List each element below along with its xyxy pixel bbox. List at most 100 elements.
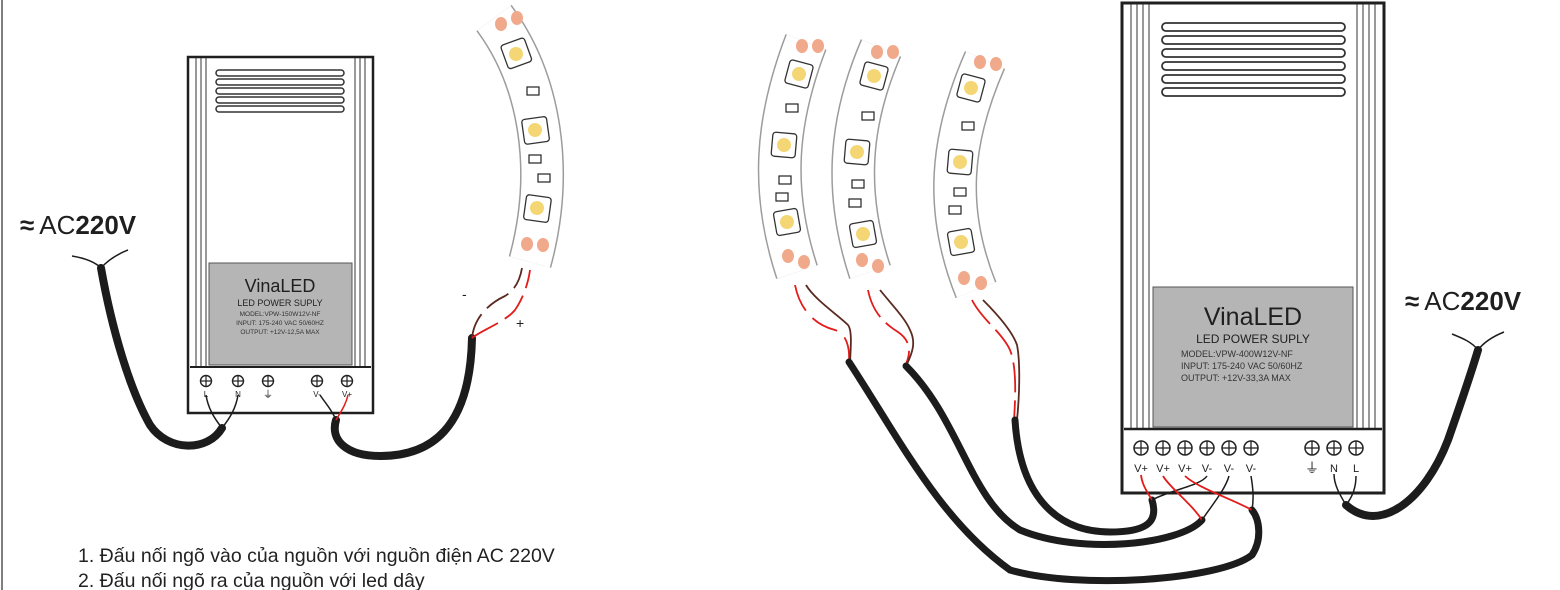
large-dc-cables bbox=[845, 358, 1263, 585]
small-psu-model: MODEL:VPW-150W12V-NF bbox=[240, 311, 321, 318]
small-ac-cable bbox=[71, 249, 239, 450]
instruction-list: 1. Đấu nối ngõ vào của nguồn với nguồn đ… bbox=[78, 544, 555, 590]
ac-left-prefix: AC bbox=[39, 210, 75, 240]
large-terminal-label-vminus-2: V- bbox=[1224, 463, 1235, 475]
solder-pad bbox=[798, 255, 810, 269]
terminal-screw bbox=[1221, 440, 1237, 456]
large-terminal-label-ground: ⏚ bbox=[1305, 460, 1319, 476]
led-strip-1 bbox=[476, 4, 564, 268]
small-dc-cable bbox=[319, 267, 531, 461]
ac-right-symbol: ≈ bbox=[1405, 286, 1419, 316]
ac-input-label-left: ≈AC220V bbox=[20, 210, 137, 240]
led-chip bbox=[848, 219, 878, 249]
large-psu-input: INPUT: 175-240 VAC 50/60HZ bbox=[1181, 361, 1303, 371]
large-psu-label-panel bbox=[1152, 286, 1354, 428]
led-chip bbox=[521, 116, 550, 145]
large-psu-terminal-block: V+ V+ V+ V- V- V- ⏚ N L bbox=[1133, 440, 1364, 476]
resistor-icon bbox=[848, 198, 862, 208]
large-terminal-label-vplus-3: V+ bbox=[1178, 463, 1192, 475]
large-psu-subtitle: LED POWER SUPLY bbox=[1196, 332, 1310, 346]
led-chip bbox=[946, 148, 974, 176]
terminal-screw bbox=[1199, 440, 1215, 456]
led-chip bbox=[784, 59, 814, 89]
terminal-screw bbox=[1133, 440, 1149, 456]
led-chip bbox=[946, 227, 976, 257]
terminal-screw bbox=[1177, 440, 1193, 456]
ac-left-symbol: ≈ bbox=[20, 210, 34, 240]
resistor-icon bbox=[861, 111, 875, 121]
strip-leads bbox=[794, 284, 1021, 421]
resistor-icon bbox=[785, 103, 799, 113]
resistor-icon bbox=[775, 192, 789, 202]
ac-right-prefix: AC bbox=[1424, 286, 1460, 316]
small-terminal-label-ground: ⏚ bbox=[263, 389, 273, 401]
instruction-step-1: 1. Đấu nối ngõ vào của nguồn với nguồn đ… bbox=[78, 545, 555, 567]
small-terminal-label-vplus: V+ bbox=[342, 390, 352, 399]
small-psu-output: OUTPUT: +12V-12,5A MAX bbox=[240, 329, 320, 336]
ac-right-value: 220V bbox=[1460, 286, 1521, 316]
terminal-screw bbox=[1348, 440, 1364, 456]
svg-text:≈AC220V: ≈AC220V bbox=[1405, 286, 1522, 316]
terminal-screw bbox=[1326, 440, 1342, 456]
small-psu-vent bbox=[215, 69, 345, 113]
terminal-screw bbox=[231, 374, 245, 388]
solder-pad bbox=[958, 271, 970, 285]
small-psu-label-panel bbox=[208, 262, 353, 366]
led-chip bbox=[770, 131, 798, 159]
small-psu-subtitle: LED POWER SUPLY bbox=[237, 298, 322, 308]
resistor-icon bbox=[537, 173, 551, 183]
solder-pad bbox=[975, 276, 987, 290]
resistor-icon bbox=[851, 179, 865, 189]
solder-pad bbox=[537, 238, 549, 252]
led-strip-3 bbox=[831, 39, 902, 279]
resistor-icon bbox=[953, 187, 967, 197]
terminal-screw bbox=[261, 374, 275, 388]
small-psu-input: INPUT: 175-240 VAC 50/60HZ bbox=[236, 320, 324, 327]
large-terminal-label-vplus-2: V+ bbox=[1156, 463, 1170, 475]
ac-input-label-right: ≈AC220V bbox=[1405, 286, 1522, 316]
solder-pad bbox=[856, 253, 868, 267]
svg-text:≈AC220V: ≈AC220V bbox=[20, 210, 137, 240]
large-terminal-label-vminus-1: V- bbox=[1202, 463, 1213, 475]
led-strip-2 bbox=[757, 34, 827, 279]
resistor-icon bbox=[526, 86, 540, 96]
large-terminal-label-n: N bbox=[1330, 463, 1338, 475]
large-psu-brand: VinaLED bbox=[1204, 303, 1302, 331]
terminal-screw bbox=[1155, 440, 1171, 456]
solder-pad bbox=[812, 39, 824, 53]
terminal-screw bbox=[340, 374, 354, 388]
terminal-screw bbox=[199, 374, 213, 388]
solder-pad bbox=[511, 11, 523, 25]
large-terminal-label-l: L bbox=[1353, 463, 1359, 475]
small-terminal-label-n: N bbox=[235, 390, 241, 399]
ac-left-value: 220V bbox=[75, 210, 136, 240]
solder-pad bbox=[990, 57, 1002, 71]
led-chip bbox=[523, 194, 552, 223]
terminal-screw bbox=[310, 374, 324, 388]
solder-pad bbox=[887, 45, 899, 59]
large-terminal-label-vminus-3: V- bbox=[1246, 463, 1257, 475]
solder-pad bbox=[782, 249, 794, 263]
instruction-step-2: 2. Đấu nối ngõ ra của nguồn với led dây bbox=[78, 570, 425, 590]
led-chip bbox=[956, 73, 986, 103]
large-psu-model: MODEL:VPW-400W12V-NF bbox=[1181, 349, 1293, 359]
small-psu-terminal-block: L N ⏚ V- V+ bbox=[199, 374, 354, 401]
small-psu-brand: VinaLED bbox=[245, 276, 316, 296]
strip-minus-label: - bbox=[462, 286, 467, 302]
terminal-screw bbox=[1243, 440, 1259, 456]
small-power-supply: VinaLED LED POWER SUPLY MODEL:VPW-150W12… bbox=[186, 55, 375, 415]
large-psu-vent bbox=[1161, 22, 1346, 97]
large-terminal-label-vplus-1: V+ bbox=[1134, 463, 1148, 475]
solder-pad bbox=[872, 259, 884, 273]
resistor-icon bbox=[778, 175, 792, 185]
small-terminal-label-vminus: V- bbox=[313, 390, 321, 399]
large-ac-cable bbox=[1333, 331, 1505, 520]
led-strip-4 bbox=[933, 51, 1006, 299]
led-chip bbox=[843, 138, 871, 166]
strip-plus-label: + bbox=[516, 315, 524, 331]
led-chip bbox=[859, 61, 889, 91]
terminal-screw bbox=[1304, 440, 1320, 456]
solder-pad bbox=[974, 55, 986, 69]
